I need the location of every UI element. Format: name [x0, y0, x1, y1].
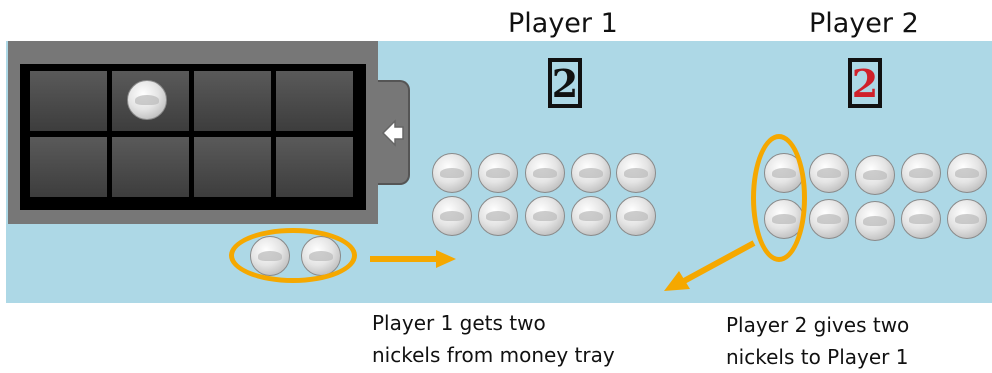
nickel-coin-icon[interactable]: [809, 153, 849, 193]
tray-slot[interactable]: [112, 137, 189, 197]
caption-line: Player 1 gets two: [372, 311, 546, 335]
arrow-to-player-1-icon: [370, 250, 456, 268]
highlight-ring-tray-coins: [229, 228, 357, 283]
caption-line: nickels to Player 1: [726, 345, 909, 369]
nickel-coin-icon[interactable]: [901, 199, 941, 239]
tray-slot[interactable]: [194, 137, 271, 197]
nickel-coin-icon[interactable]: [432, 153, 472, 193]
tray-tab-button[interactable]: [378, 80, 410, 185]
nickel-coin-icon[interactable]: [809, 199, 849, 239]
nickel-coin-icon[interactable]: [947, 199, 987, 239]
nickel-coin-icon[interactable]: [432, 196, 472, 236]
nickel-coin-icon[interactable]: [127, 80, 167, 120]
tray-slot[interactable]: [194, 71, 271, 131]
caption-line: nickels from money tray: [372, 343, 615, 367]
player-1-label: Player 1: [508, 8, 618, 39]
tray-slot[interactable]: [30, 71, 107, 131]
nickel-coin-icon[interactable]: [478, 196, 518, 236]
nickel-coin-icon[interactable]: [855, 201, 895, 241]
caption-line: Player 2 gives two: [726, 313, 910, 337]
money-tray-slots: [20, 64, 366, 210]
nickel-coin-icon[interactable]: [571, 153, 611, 193]
tray-slot[interactable]: [276, 137, 353, 197]
player-2-caption: Player 2 gives two nickels to Player 1: [726, 309, 909, 373]
player-1-count: 2: [548, 58, 582, 108]
nickel-coin-icon[interactable]: [571, 196, 611, 236]
player-2-count: 2: [848, 58, 882, 108]
player-2-label: Player 2: [809, 8, 919, 39]
player-1-caption: Player 1 gets two nickels from money tra…: [372, 307, 615, 371]
tray-slot[interactable]: [30, 137, 107, 197]
nickel-coin-icon[interactable]: [616, 196, 656, 236]
tray-slot[interactable]: [276, 71, 353, 131]
nickel-coin-icon[interactable]: [901, 153, 941, 193]
nickel-coin-icon[interactable]: [616, 153, 656, 193]
highlight-ring-player-2-coins: [751, 134, 807, 262]
nickel-coin-icon[interactable]: [478, 153, 518, 193]
nickel-coin-icon[interactable]: [947, 153, 987, 193]
nickel-coin-icon[interactable]: [525, 153, 565, 193]
nickel-coin-icon[interactable]: [525, 196, 565, 236]
arrow-from-player-2-icon: [664, 240, 756, 291]
left-arrow-icon: [381, 118, 404, 147]
nickel-coin-icon[interactable]: [855, 155, 895, 195]
